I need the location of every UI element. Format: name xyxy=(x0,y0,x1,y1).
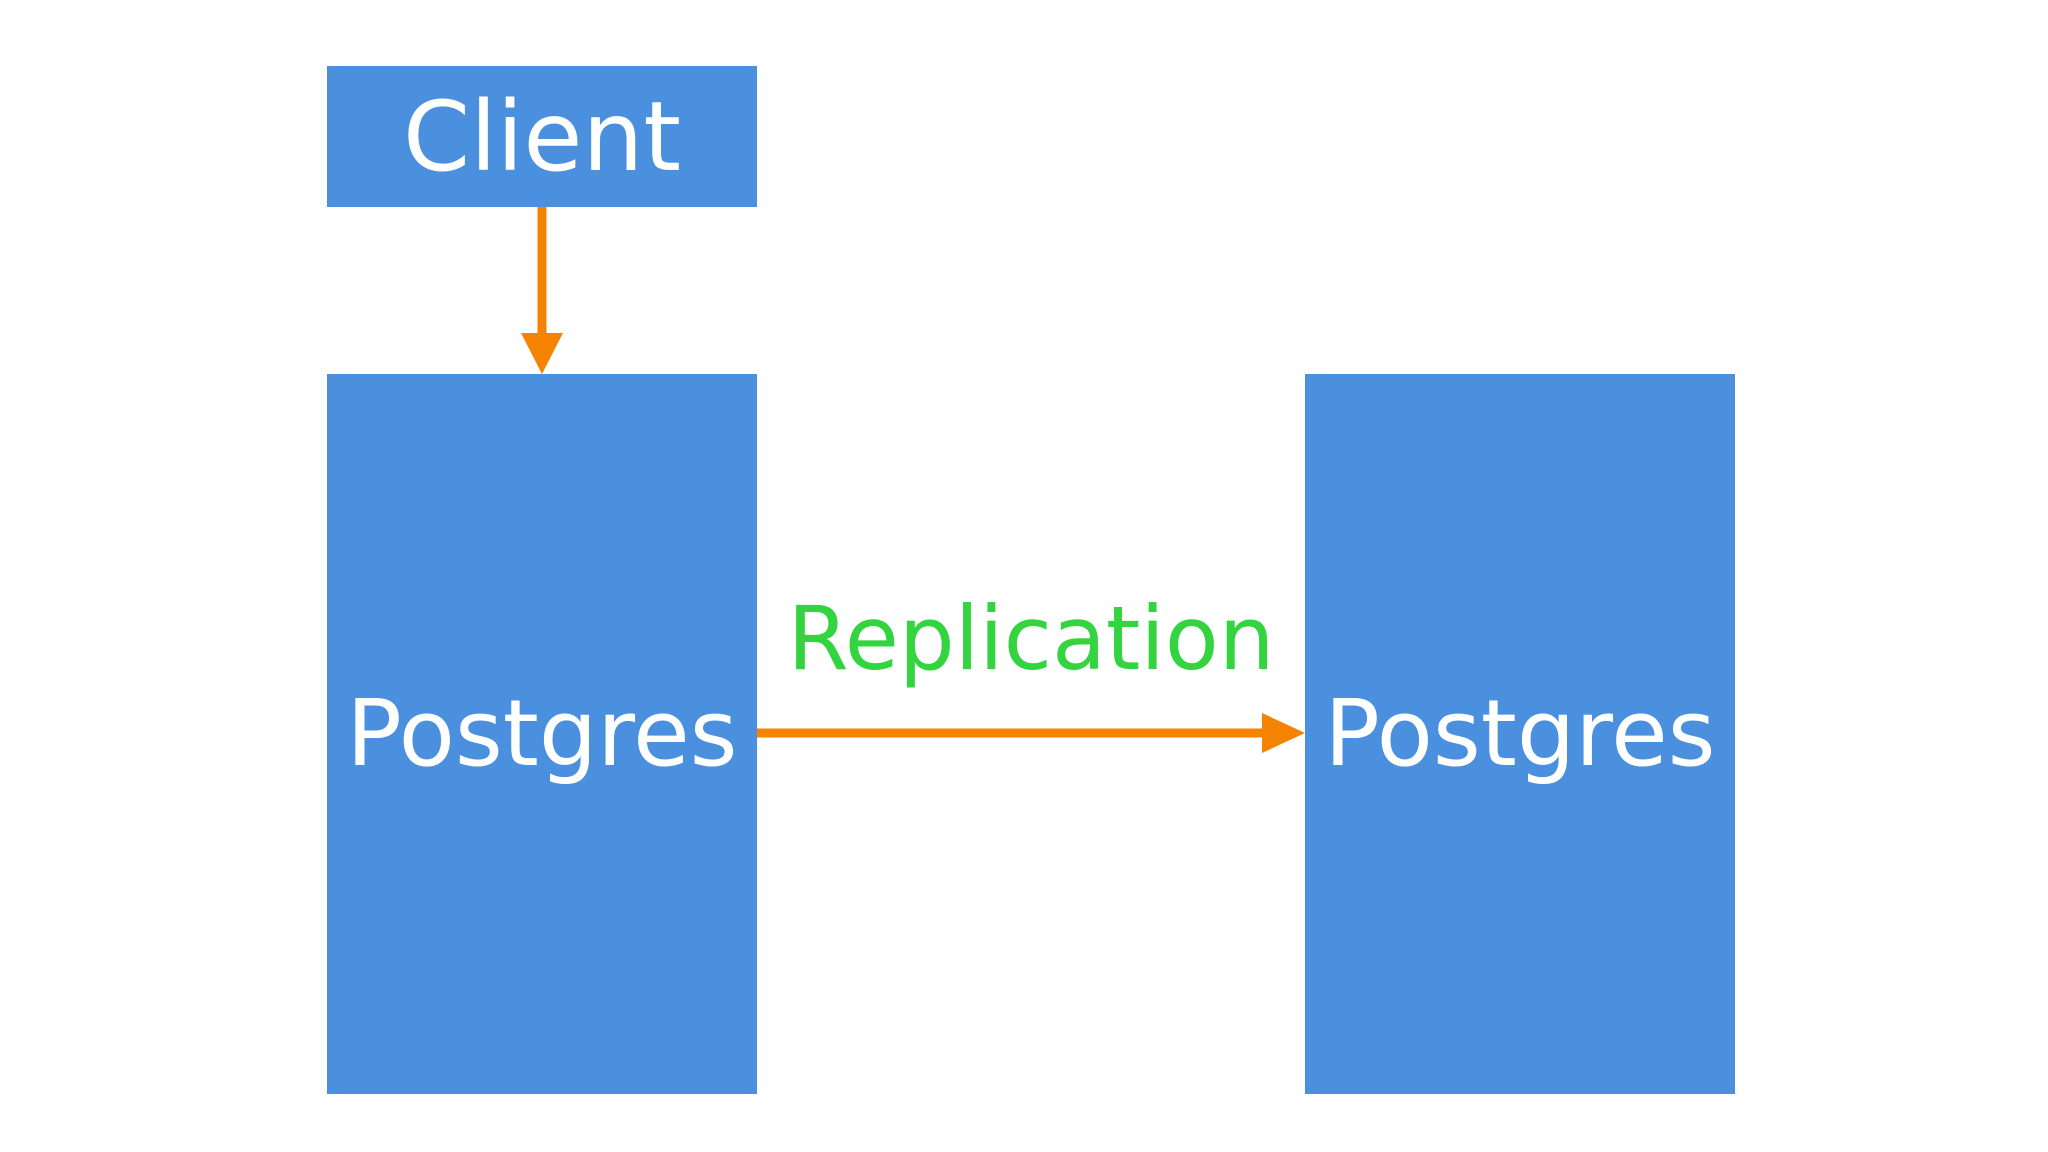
primary-postgres-node: Postgres xyxy=(327,374,757,1094)
replica-postgres-label: Postgres xyxy=(1324,680,1716,787)
client-node: Client xyxy=(327,66,757,207)
replication-arrow xyxy=(757,713,1305,753)
replication-label: Replication xyxy=(787,587,1275,690)
client-node-label: Client xyxy=(403,80,681,193)
replica-postgres-node: Postgres xyxy=(1305,374,1735,1094)
primary-postgres-label: Postgres xyxy=(346,680,738,787)
client-to-primary-arrow xyxy=(521,207,563,374)
